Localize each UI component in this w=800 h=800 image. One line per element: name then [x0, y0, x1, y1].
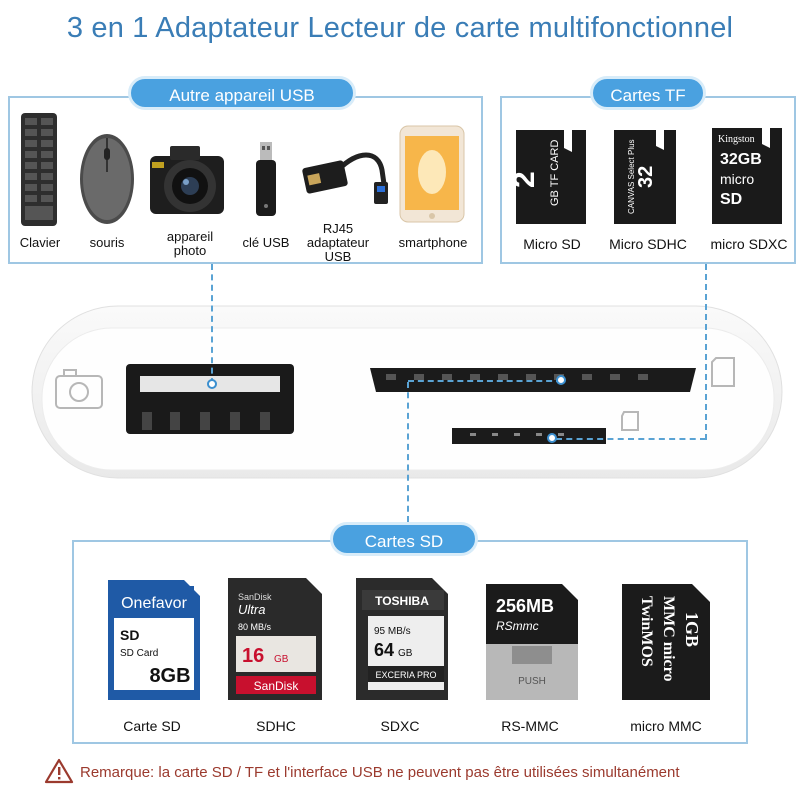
- svg-text:Kingston: Kingston: [718, 134, 755, 145]
- svg-text:SD: SD: [120, 627, 139, 643]
- usb-item-label-keyboard: Clavier: [19, 235, 61, 250]
- svg-text:256MB: 256MB: [496, 596, 554, 616]
- card-reader-device: [30, 302, 790, 484]
- svg-text:Ultra: Ultra: [238, 602, 265, 617]
- svg-text:1GB: 1GB: [682, 612, 702, 647]
- svg-text:micro: micro: [720, 171, 754, 187]
- svg-text:32GB: 32GB: [720, 151, 762, 168]
- svg-text:SD: SD: [720, 191, 742, 208]
- sd-card-onefavor-icon: Onefavor SD SD Card 8GB: [106, 578, 202, 702]
- tf-item-label-micro-sd: Micro SD: [523, 236, 581, 252]
- usb-item-label-camera: appareil photo: [166, 229, 214, 258]
- sd-card-sandisk-icon: SanDisk Ultra 80 MB/s 16 GB SanDisk: [226, 576, 324, 702]
- svg-text:MMC micro: MMC micro: [660, 596, 677, 681]
- tf-connector-vertical: [705, 264, 707, 440]
- micro-sd-card-icon: 2 GB TF CARD: [508, 128, 588, 226]
- sd-item-label-sdxc: SDXC: [380, 718, 420, 734]
- tf-section-heading: Cartes TF: [590, 76, 706, 110]
- svg-text:PUSH: PUSH: [518, 676, 546, 687]
- sd-connector-vertical: [407, 382, 409, 522]
- svg-text:CANVAS Select Plus: CANVAS Select Plus: [627, 139, 636, 214]
- micro-mmc-card-icon: 1GB MMC micro TwinMOS: [620, 582, 712, 702]
- rs-mmc-card-icon: 256MB RSmmc PUSH: [484, 582, 580, 702]
- svg-text:TwinMOS: TwinMOS: [638, 596, 655, 667]
- usb-item-label-mouse: souris: [89, 235, 125, 250]
- svg-text:8GB: 8GB: [149, 665, 190, 687]
- usb-port-marker: [207, 379, 217, 389]
- usb-item-label-smartphone: smartphone: [398, 235, 468, 250]
- sd-card-toshiba-icon: TOSHIBA 95 MB/s 64 GB EXCERIA PRO: [354, 576, 450, 702]
- sd-item-label-sd: Carte SD: [123, 718, 181, 734]
- rj45-adapter-icon: [298, 140, 390, 206]
- svg-text:SD Card: SD Card: [120, 648, 158, 659]
- smartphone-icon: [396, 124, 468, 224]
- svg-text:RSmmc: RSmmc: [496, 619, 539, 633]
- warning-icon: [44, 758, 74, 784]
- svg-text:80 MB/s: 80 MB/s: [238, 622, 272, 632]
- sd-section-heading: Cartes SD: [330, 522, 478, 556]
- svg-text:16: 16: [242, 645, 264, 667]
- tf-slot-marker: [547, 433, 557, 443]
- keyboard-icon: [20, 112, 58, 227]
- usb-item-label-rj45: RJ45 adaptateur USB: [306, 221, 370, 264]
- usb-item-label-usb-stick: clé USB: [242, 235, 290, 250]
- tf-item-label-micro-sdxc: micro SDXC: [710, 236, 788, 252]
- svg-text:GB TF CARD: GB TF CARD: [549, 140, 561, 206]
- svg-text:GB: GB: [274, 654, 289, 665]
- usb-stick-icon: [254, 140, 278, 220]
- svg-text:95 MB/s: 95 MB/s: [374, 626, 411, 637]
- micro-sdhc-card-icon: 32 CANVAS Select Plus: [612, 128, 678, 226]
- svg-text:EXCERIA PRO: EXCERIA PRO: [375, 670, 436, 680]
- page-title: 3 en 1 Adaptateur Lecteur de carte multi…: [66, 12, 734, 44]
- svg-text:32: 32: [635, 166, 657, 188]
- svg-text:Onefavor: Onefavor: [121, 595, 187, 612]
- camera-icon: [148, 140, 226, 220]
- sd-slot-marker: [556, 375, 566, 385]
- usb-connector-line: [211, 264, 213, 384]
- mouse-icon: [78, 132, 136, 227]
- svg-text:64: 64: [374, 640, 394, 660]
- usb-section-heading: Autre appareil USB: [128, 76, 356, 110]
- svg-text:SanDisk: SanDisk: [238, 592, 272, 602]
- svg-text:SanDisk: SanDisk: [254, 679, 300, 693]
- sd-connector-horizontal: [408, 380, 562, 382]
- micro-sdxc-card-icon: Kingston 32GB micro SD: [710, 126, 784, 226]
- remark-text: Remarque: la carte SD / TF et l'interfac…: [80, 764, 680, 781]
- sd-item-label-rs-mmc: RS-MMC: [501, 718, 559, 734]
- svg-text:2: 2: [514, 171, 541, 188]
- tf-connector-horizontal: [556, 438, 706, 440]
- svg-text:TOSHIBA: TOSHIBA: [375, 594, 429, 608]
- sd-item-label-micro-mmc: micro MMC: [630, 718, 702, 734]
- svg-text:GB: GB: [398, 648, 413, 659]
- tf-item-label-micro-sdhc: Micro SDHC: [609, 236, 687, 252]
- sd-item-label-sdhc: SDHC: [256, 718, 296, 734]
